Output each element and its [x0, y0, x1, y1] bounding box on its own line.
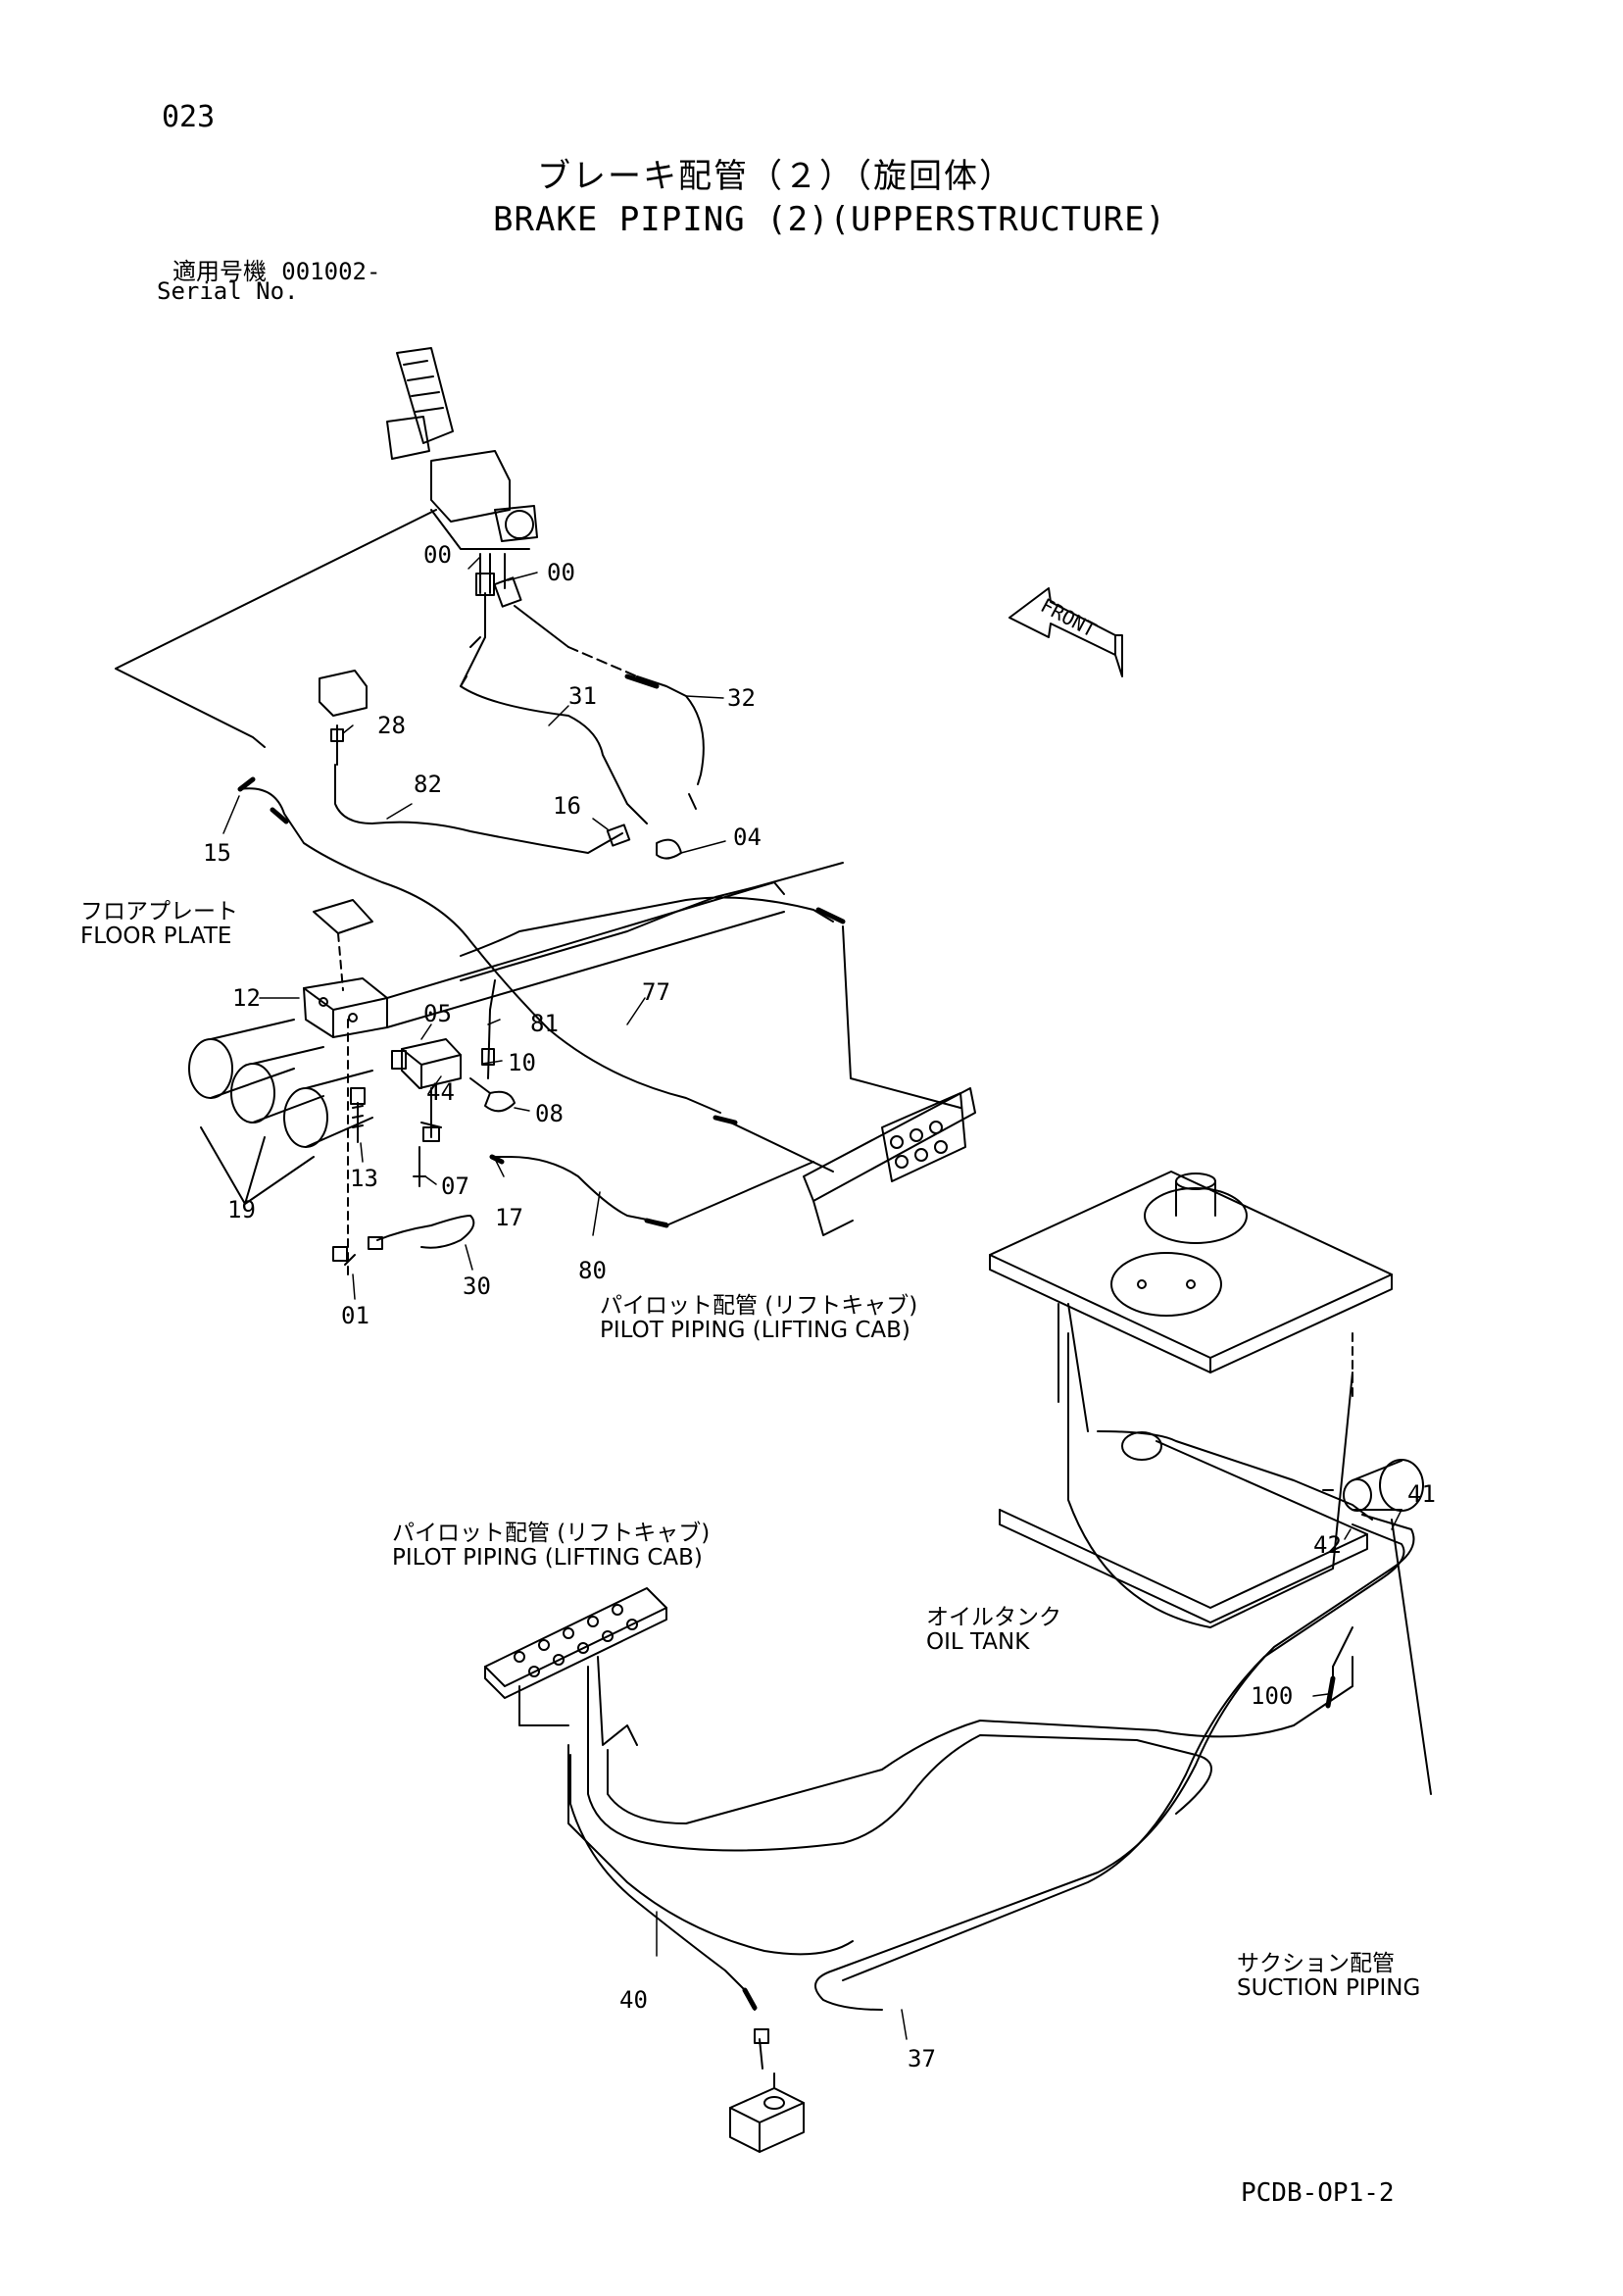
callout-16: 16: [553, 792, 581, 820]
floor-block-12: [303, 862, 844, 1038]
hose-81: [487, 979, 496, 1079]
hose-42: [842, 1523, 1405, 1981]
block-28: [319, 670, 368, 717]
callout-12: 12: [232, 984, 261, 1012]
callout-42: 42: [1313, 1531, 1342, 1559]
caption-pilot-piping-jp-upper: パイロット配管 (リフトキャブ): [600, 1293, 918, 1319]
leader-lines: [222, 556, 1402, 2040]
front-arrow-icon: [1008, 587, 1123, 677]
callout-40: 40: [619, 1986, 648, 2014]
callout-13: 13: [350, 1165, 378, 1192]
hose-37: [567, 1744, 854, 1956]
caption-oil-tank-jp: オイルタンク: [926, 1605, 1061, 1630]
callout-37: 37: [908, 2045, 936, 2072]
hose-15: [239, 787, 721, 1114]
caption-floor-plate-en: FLOOR PLATE: [80, 923, 232, 949]
fitting-00: [475, 553, 522, 608]
callout-01: 01: [341, 1302, 369, 1329]
hose-82: [334, 764, 623, 854]
hose-37-b: [607, 1656, 1353, 1824]
title-japanese: ブレーキ配管（２）（旋回体）: [537, 157, 1014, 196]
hose-30: [376, 1215, 475, 1249]
brake-pedal-valve: [386, 347, 538, 550]
pilot-valve-bottom: [729, 2072, 805, 2153]
hose-41: [814, 1514, 1415, 2011]
bolt-13: [352, 1102, 364, 1143]
hose-31: [460, 592, 648, 824]
callout-30: 30: [463, 1273, 491, 1300]
caption-suction-en: SUCTION PIPING: [1237, 1975, 1421, 2001]
oil-tank: [989, 1171, 1393, 1628]
caption-pilot-piping-en-lower: PILOT PIPING (LIFTING CAB): [392, 1545, 703, 1571]
callout-82: 82: [414, 771, 442, 798]
callout-41: 41: [1407, 1480, 1436, 1508]
hose-40: [569, 1754, 756, 2011]
caption-oil-tank-en: OIL TANK: [926, 1629, 1030, 1655]
callout-44: 44: [426, 1078, 455, 1106]
hose-80: [494, 1156, 667, 1224]
callout-31: 31: [568, 682, 597, 710]
document-code: PCDB-OP1-2: [1241, 2178, 1395, 2208]
callout-15: 15: [203, 839, 231, 867]
callout-17: 17: [495, 1204, 523, 1231]
hose-77: [460, 896, 834, 957]
serial-label-en: Serial No.: [157, 277, 299, 305]
callout-80: 80: [578, 1257, 607, 1284]
callout-08: 08: [535, 1100, 564, 1127]
serial-label-jp: 適用号機 001002-: [172, 252, 380, 286]
callout-07: 07: [441, 1173, 469, 1200]
callout-04: 04: [733, 824, 762, 851]
block-05: [391, 1038, 516, 1142]
hose-37-a: [587, 1734, 1212, 1852]
accumulators-19: [188, 1019, 373, 1205]
callout-32: 32: [727, 684, 756, 712]
serial-label-jp-text: 適用号機: [172, 258, 267, 285]
callout-77: 77: [642, 978, 670, 1006]
floor-outline-line: [115, 509, 437, 748]
callout-81: 81: [530, 1010, 559, 1037]
caption-floor-plate-jp: フロアプレート: [80, 899, 238, 924]
page-number: 023: [162, 100, 216, 134]
title-english: BRAKE PIPING (2)(UPPERSTRUCTURE): [493, 200, 1167, 239]
hose-32: [514, 605, 705, 785]
callout-19: 19: [227, 1196, 256, 1223]
pilot-manifold-lower: [484, 1587, 667, 1746]
callout-100: 100: [1251, 1682, 1294, 1710]
bolt-07: [413, 1146, 426, 1187]
caption-pilot-piping-en-upper: PILOT PIPING (LIFTING CAB): [600, 1318, 910, 1343]
serial-value: 001002-: [281, 258, 381, 285]
callout-00-right: 00: [547, 559, 575, 586]
callout-05: 05: [423, 1000, 452, 1027]
callout-00-left: 00: [423, 541, 452, 569]
caption-suction-jp: サクション配管: [1237, 1951, 1395, 1976]
pilot-manifold-upper: [803, 1087, 976, 1236]
caption-pilot-piping-jp-lower: パイロット配管 (リフトキャブ): [392, 1521, 711, 1546]
callout-10: 10: [508, 1049, 536, 1076]
floor-plate: [313, 899, 373, 934]
callout-28: 28: [377, 712, 406, 739]
